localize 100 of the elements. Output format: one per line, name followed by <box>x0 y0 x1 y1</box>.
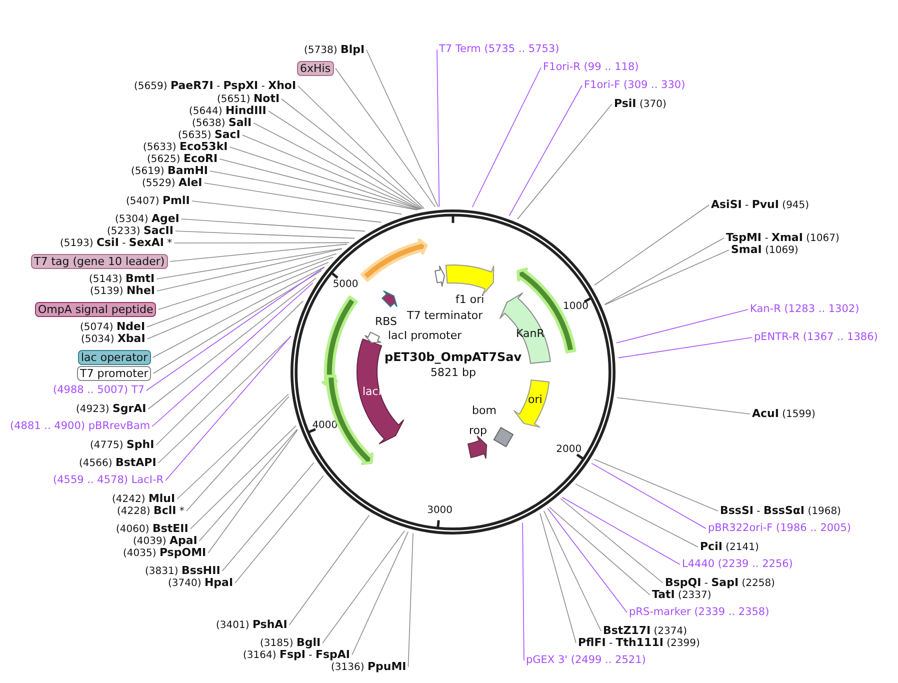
enzyme-label: (5074) NdeI <box>80 320 146 334</box>
enzyme-label: (5625) EcoRI <box>147 152 218 166</box>
leader-line <box>222 462 314 572</box>
enzyme-label: BspQI - SapI (2258) <box>665 576 775 590</box>
leader-line <box>158 253 337 310</box>
leader-line <box>560 498 664 584</box>
leader-line <box>335 68 436 208</box>
primer-label: (4881 .. 4900) pBRrevBam <box>10 420 150 433</box>
feature-label: f1 ori <box>455 293 484 306</box>
enzyme-label: (3185) BglI <box>260 636 321 650</box>
enzyme-label: (4035) PspOMI <box>123 546 206 560</box>
leader-line <box>210 170 418 210</box>
enzyme-label: (3401) PshAI <box>216 618 288 632</box>
leader-line <box>281 98 424 210</box>
tick-label: 1000 <box>563 300 588 314</box>
leader-line <box>616 397 750 414</box>
leader-line <box>616 309 748 344</box>
enzyme-label: (4923) SgrAI <box>76 402 146 416</box>
feature-label: bom <box>472 404 496 416</box>
leader-line <box>156 248 342 292</box>
enzyme-label: (5651) NotI <box>217 92 280 106</box>
leader-line <box>156 248 342 280</box>
leader-line <box>190 425 296 530</box>
enzyme-label: TatI (2337) <box>652 588 712 602</box>
leader-line <box>152 266 325 358</box>
primer-label: F1ori-R (99 .. 118) <box>543 61 639 74</box>
enzyme-label: (5635) SacI <box>178 128 240 142</box>
enzyme-label: (4242) MluI <box>112 492 176 506</box>
leader-line <box>152 270 322 374</box>
enzyme-label: (5304) AgeI <box>115 212 180 226</box>
primer-label: pBR322ori-F (1986 .. 2005) <box>708 522 852 535</box>
leader-line <box>543 510 602 632</box>
leader-line <box>540 512 576 644</box>
enzyme-label: BssSI - BssSαI (1968) <box>720 504 841 518</box>
leader-line <box>594 204 710 286</box>
enzyme-label: (5738) BlpI <box>304 43 365 57</box>
primer-label: (4988 .. 5007) T7 <box>53 384 144 397</box>
feature-tag: 6xHis <box>297 61 334 76</box>
enzyme-label: (5407) PmlI <box>126 194 190 208</box>
leader-line <box>253 122 421 210</box>
leader-line <box>522 522 524 661</box>
enzyme-label: (5193) CsiI - SexAI* <box>60 236 172 250</box>
enzyme-label: SmaI (1069) <box>731 243 798 257</box>
enzyme-label: (5633) Eco53kI <box>143 140 228 154</box>
enzyme-label: (5143) BmtI <box>89 272 155 286</box>
enzyme-label: (5644) HindIII <box>189 104 266 118</box>
leader-line <box>508 85 582 216</box>
enzyme-label: (4060) BstEII <box>116 522 188 536</box>
leader-line <box>547 508 628 613</box>
leader-line <box>352 531 409 656</box>
leader-line <box>242 134 420 210</box>
leader-line <box>198 428 298 542</box>
tick-label: 2000 <box>556 443 582 456</box>
feature-tag: T7 tag (gene 10 leader) <box>31 254 168 269</box>
leader-line <box>146 262 329 340</box>
primer-label: L4440 (2239 .. 2256) <box>682 558 793 571</box>
enzyme-label: (5638) SalI <box>192 116 252 130</box>
leader-line <box>472 67 542 208</box>
primer-label: T7 Term (5735 .. 5753) <box>439 43 560 56</box>
leader-line <box>517 104 612 220</box>
leader-line <box>175 230 355 239</box>
feature-label: RBS <box>375 315 397 328</box>
primer-label: (4559 .. 4578) LacI-R <box>53 474 164 487</box>
feature-tag: T7 promoter <box>77 366 152 381</box>
leader-line <box>366 50 439 208</box>
leader-line <box>146 267 324 391</box>
leader-line <box>298 86 425 209</box>
leader-line <box>548 506 650 596</box>
feature-label: rop <box>468 424 487 436</box>
leader-line <box>234 475 324 584</box>
leader-line <box>591 462 706 529</box>
enzyme-label: (5233) SacII <box>107 224 174 238</box>
plasmid-size: 5821 bp <box>430 366 476 379</box>
leader-line <box>148 278 317 410</box>
feature-tag: lac operator <box>78 350 151 365</box>
enzyme-label: (5659) PaeR7I - PspXI - XhoI <box>134 79 296 93</box>
leader-line <box>604 238 724 305</box>
leader-line <box>436 49 440 207</box>
primer-label: Kan-R (1283 .. 1302) <box>750 303 860 316</box>
enzyme-label: BstZ17I (2374) <box>603 624 688 638</box>
leader-line <box>618 337 752 358</box>
feature-label: ori <box>528 393 542 406</box>
tick-label: 4000 <box>312 419 338 432</box>
primer-label: pENTR-R (1367 .. 1386) <box>754 331 878 344</box>
enzyme-label: PflFI - Tth111I (2399) <box>578 636 700 650</box>
leader-line <box>408 532 414 668</box>
leader-line <box>204 182 402 215</box>
leader-line <box>322 530 405 644</box>
primer-label: F1ori-F (309 .. 330) <box>584 79 686 92</box>
enzyme-label: AsiSI - PvuI (945) <box>711 198 810 212</box>
leader-line <box>562 496 680 565</box>
enzyme-label: (3740) HpaI <box>168 576 234 590</box>
plasmid-name: pET30b_OmpAT7Sav <box>384 351 522 364</box>
enzyme-label: (5034) XbaI <box>81 332 146 346</box>
leader-line <box>288 514 370 626</box>
leader-line <box>208 430 298 554</box>
leader-line <box>176 394 289 500</box>
leader-line <box>165 336 292 481</box>
leader-line <box>594 458 718 512</box>
feature-label: lacI promoter <box>388 328 462 342</box>
